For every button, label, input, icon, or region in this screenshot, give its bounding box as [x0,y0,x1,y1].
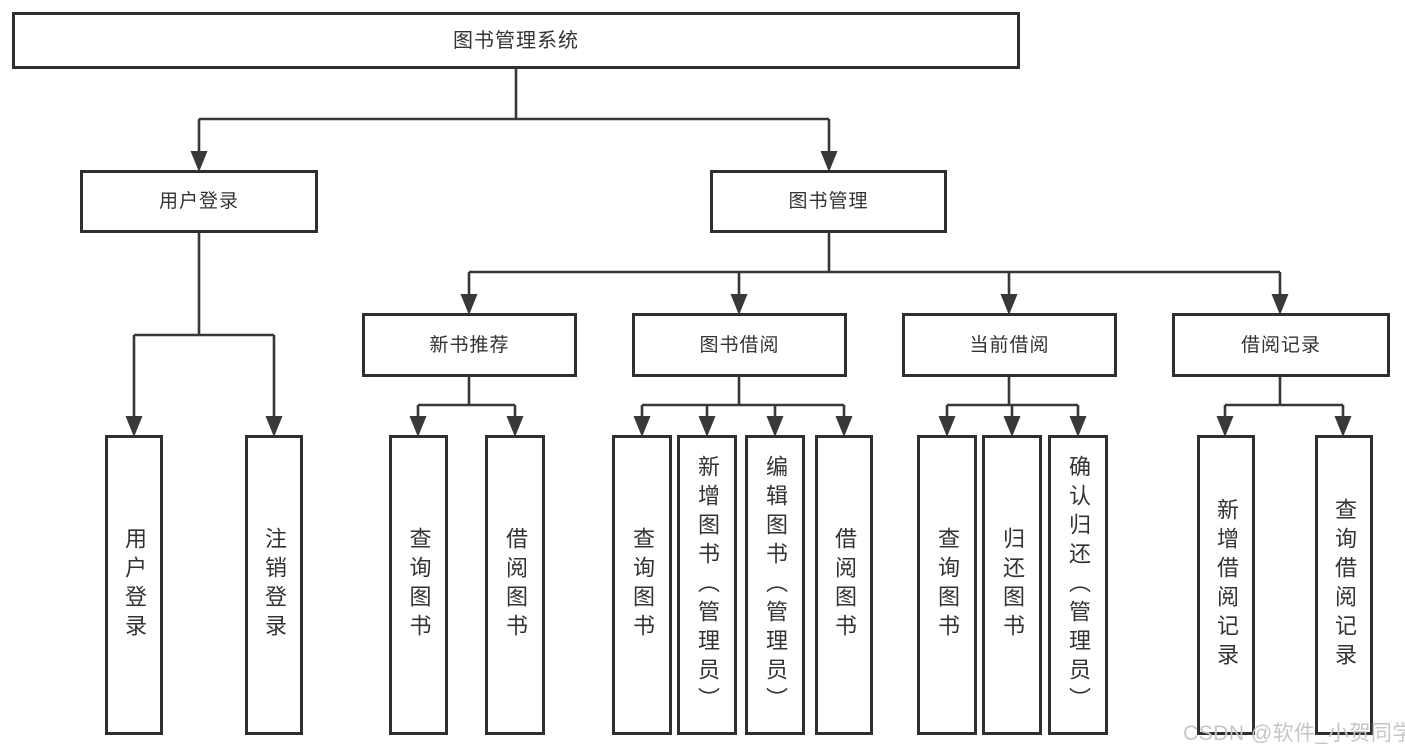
node-borrowing-records: 借阅记录 [1172,313,1390,377]
leaf-query-books-current: 查询图书 [917,435,977,735]
leaf-query-books-recommend: 查询图书 [389,435,448,735]
leaf-query-books-borrowing: 查询图书 [612,435,672,735]
node-current-borrowing: 当前借阅 [902,313,1117,377]
leaf-query-borrow-record: 查询借阅记录 [1315,435,1373,735]
leaf-add-book-admin: 新增图书（管理员） [677,435,737,735]
node-book-management: 图书管理 [710,170,947,233]
leaf-edit-book-admin: 编辑图书（管理员） [745,435,805,735]
leaf-add-borrow-record: 新增借阅记录 [1197,435,1255,735]
node-library-management-system: 图书管理系统 [12,12,1020,69]
node-new-book-recommendation: 新书推荐 [362,313,577,377]
leaf-borrow-books: 借阅图书 [815,435,873,735]
leaf-logout: 注销登录 [245,435,303,735]
leaf-return-books: 归还图书 [982,435,1042,735]
leaf-user-login: 用户登录 [105,435,163,735]
leaf-borrow-books-recommend: 借阅图书 [485,435,545,735]
node-user-login: 用户登录 [80,170,318,233]
leaf-confirm-return-admin: 确认归还（管理员） [1048,435,1108,735]
watermark: CSDN @软件_小贺同学 [1183,722,1405,745]
node-book-borrowing: 图书借阅 [632,313,847,377]
arrowheads [125,151,1352,437]
